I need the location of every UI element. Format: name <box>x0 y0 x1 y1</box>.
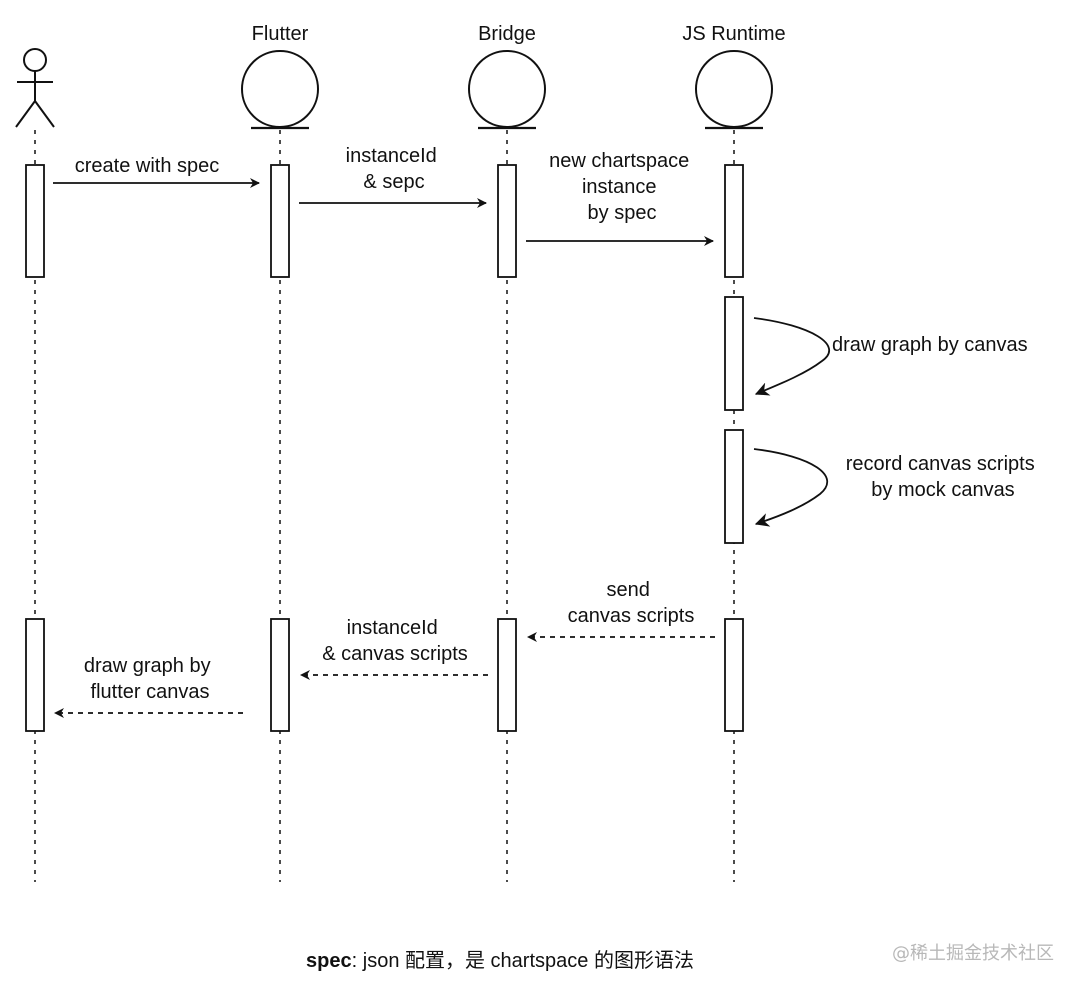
message-label-line: flutter canvas <box>91 681 210 703</box>
message-label-line: by mock canvas <box>871 479 1014 501</box>
activation-js-runtime-3 <box>724 429 744 544</box>
activation-js-runtime-1 <box>724 164 744 278</box>
participant-label-flutter: Flutter <box>252 23 309 45</box>
message-label-line: instance <box>582 176 657 198</box>
activation-flutter-1 <box>270 164 290 278</box>
caption-text: : json 配置，是 chartspace 的图形语法 <box>351 950 694 972</box>
entity-icon <box>468 50 546 130</box>
message-label: draw graph by canvas <box>832 334 1028 356</box>
message-label: record canvas scripts by mock canvas <box>846 453 1041 501</box>
message-draw-graph-by-flutter-canvas: draw graph by flutter canvas <box>54 655 243 718</box>
message-label: draw graph by flutter canvas <box>84 655 216 703</box>
activation-js-runtime-4 <box>724 618 744 732</box>
self-call-arrow <box>753 317 830 396</box>
participant-bridge: Bridge <box>468 23 546 130</box>
participant-label-bridge: Bridge <box>478 23 536 45</box>
watermark: @稀土掘金技术社区 <box>892 943 1054 964</box>
message-draw-graph-by-canvas: draw graph by canvas <box>753 317 1028 396</box>
message-label-line: & sepc <box>363 171 424 193</box>
message-label: send canvas scripts <box>568 579 695 627</box>
activation-user-1 <box>25 164 45 278</box>
message-label: instanceId & sepc <box>346 145 443 193</box>
entity-icon <box>695 50 773 130</box>
self-call-arrow <box>753 448 829 527</box>
actor-user-icon <box>15 48 55 128</box>
message-instance-id-canvas-scripts: instanceId & canvas scripts <box>300 617 488 680</box>
message-label-line: instanceId <box>346 145 437 167</box>
caption-term: spec <box>306 950 352 972</box>
activation-bridge-1 <box>497 164 517 278</box>
message-label-line: create with spec <box>75 155 220 177</box>
activation-flutter-2 <box>270 618 290 732</box>
message-label-line: record canvas scripts <box>846 453 1035 475</box>
message-label: instanceId & canvas scripts <box>322 617 468 665</box>
message-label-line: draw graph by <box>84 655 211 677</box>
message-label-line: canvas scripts <box>568 605 695 627</box>
entity-icon <box>241 50 319 130</box>
activation-js-runtime-2 <box>724 296 744 411</box>
activation-bridge-2 <box>497 618 517 732</box>
message-label-line: & canvas scripts <box>322 643 468 665</box>
participant-label-js-runtime: JS Runtime <box>682 23 785 45</box>
participant-js-runtime: JS Runtime <box>682 23 786 130</box>
message-create-with-spec: create with spec <box>53 155 260 188</box>
message-label-line: instanceId <box>347 617 438 639</box>
message-label-line: by spec <box>588 202 657 224</box>
message-label: new chartspace instance by spec <box>549 150 695 224</box>
message-send-canvas-scripts: send canvas scripts <box>527 579 715 642</box>
activation-user-2 <box>25 618 45 732</box>
message-label-line: draw graph by canvas <box>832 334 1028 356</box>
message-instance-id-spec: instanceId & sepc <box>299 145 487 208</box>
participant-flutter: Flutter <box>241 23 319 130</box>
message-record-canvas-scripts: record canvas scripts by mock canvas <box>753 448 1041 527</box>
caption: spec: json 配置，是 chartspace 的图形语法 <box>0 944 1000 973</box>
message-new-chartspace: new chartspace instance by spec <box>526 150 714 246</box>
message-label-line: new chartspace <box>549 150 689 172</box>
message-label-line: send <box>607 579 650 601</box>
message-label: create with spec <box>75 155 220 177</box>
